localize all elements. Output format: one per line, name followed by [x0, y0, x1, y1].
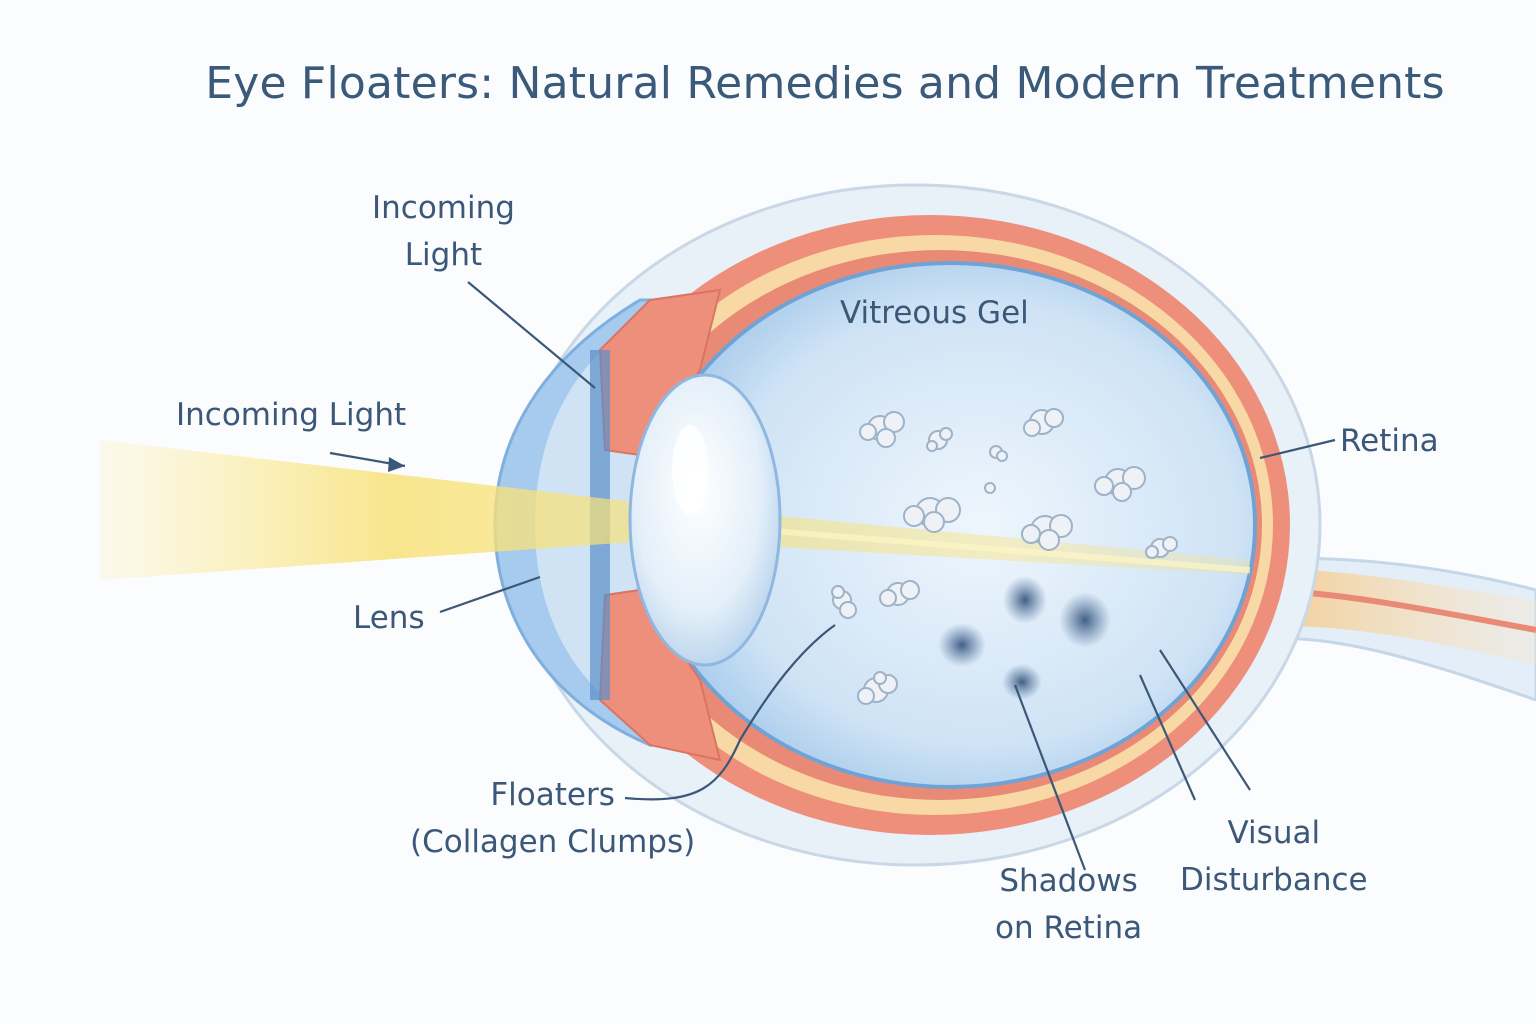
floater-clump: [831, 585, 857, 619]
incoming-light-side-label: Incoming Light: [176, 397, 407, 433]
floater-clump: [989, 445, 1008, 462]
floaters: [831, 408, 1178, 705]
floaters-line1: Floaters: [490, 777, 615, 813]
floater-clump: [859, 411, 905, 448]
leader-lines: [329, 281, 1336, 871]
floater-clump: [879, 580, 920, 607]
lens-label: Lens: [353, 600, 425, 636]
floater-clump: [1021, 514, 1073, 551]
incoming-light-top-line2: Light: [404, 236, 483, 273]
shadows-label: Shadows on Retina: [995, 858, 1142, 951]
visual-line2: Disturbance: [1180, 861, 1368, 898]
optic-nerve: [1238, 556, 1536, 702]
floaters-line2: (Collagen Clumps): [410, 823, 696, 860]
floater-clump: [857, 671, 898, 705]
retina-shadows: [938, 576, 1111, 700]
shadows-line1: Shadows: [999, 863, 1138, 899]
floater-clump: [1145, 536, 1178, 559]
floater-clump: [1094, 466, 1146, 502]
page-title: Eye Floaters: Natural Remedies and Moder…: [205, 58, 1445, 109]
crystalline-lens: [628, 373, 782, 667]
floater-clump: [903, 497, 961, 533]
iris-ciliary-body: [590, 288, 722, 762]
floater-clump: [1023, 408, 1064, 437]
visual-disturbance-label: Visual Disturbance: [1180, 810, 1368, 903]
incoming-light-top-line1: Incoming: [372, 190, 515, 226]
visual-line1: Visual: [1227, 815, 1321, 851]
incoming-light-top-label: Incoming Light: [372, 185, 515, 278]
floater-clump: [926, 427, 953, 452]
vitreous-gel-label: Vitreous Gel: [840, 295, 1029, 331]
floaters-label: Floaters (Collagen Clumps): [410, 772, 695, 865]
shadows-line2: on Retina: [995, 909, 1143, 946]
retina-label: Retina: [1340, 423, 1439, 459]
